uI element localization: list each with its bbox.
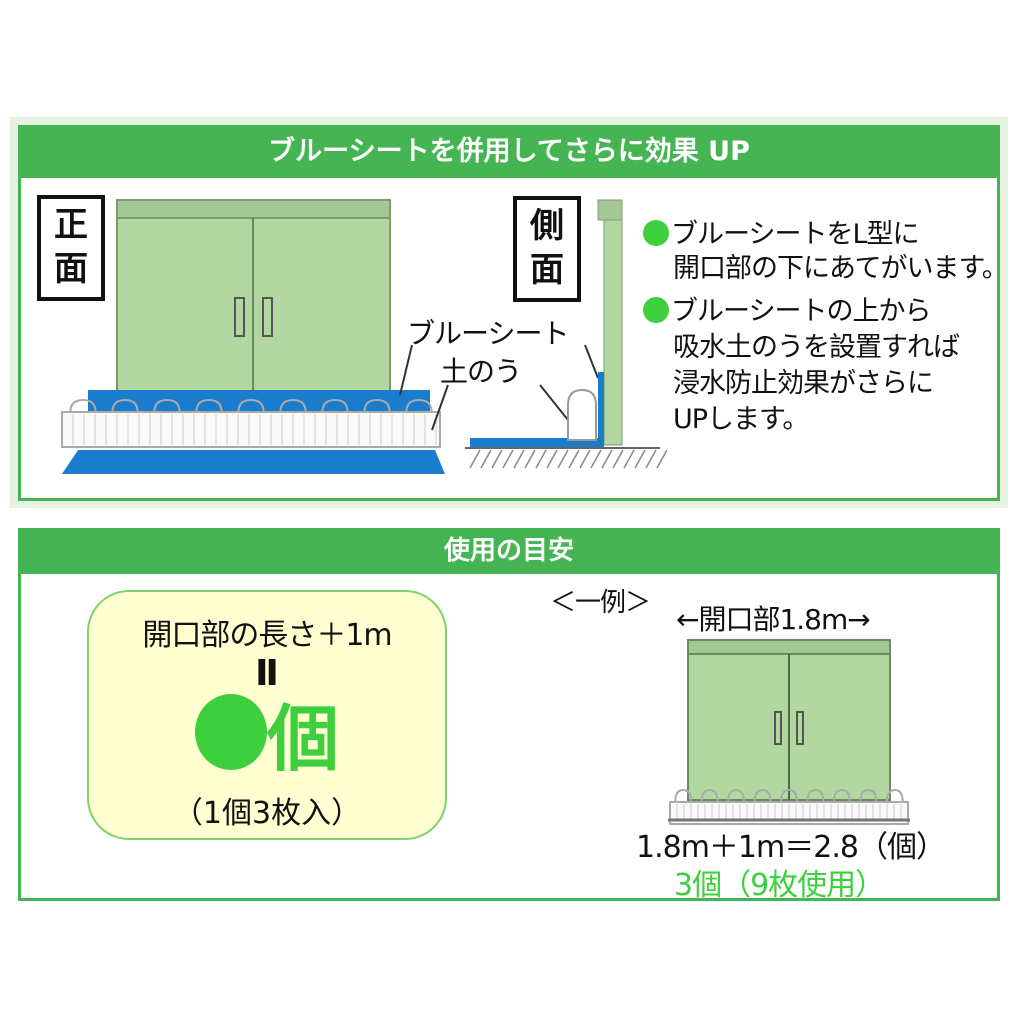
sandbag	[753, 788, 772, 803]
formula-line: 開口部の長さ＋1m	[142, 618, 392, 653]
sandbag	[111, 398, 139, 413]
example-label: ＜一例＞	[550, 588, 651, 618]
example-shed-illustration	[668, 639, 910, 825]
hatch-line	[623, 449, 635, 469]
front-label-char: 面	[54, 249, 88, 289]
sandbag	[700, 788, 719, 803]
calculation: 1.8m＋1m＝2.8（個）	[636, 830, 946, 865]
sandbag	[859, 788, 878, 803]
callout-blue-sheet: ブルーシート	[407, 317, 569, 350]
bullet-text: UPします。	[673, 404, 809, 435]
sandbag	[69, 398, 97, 413]
panel2-title: 使用の目安	[18, 528, 1000, 574]
hatch-line	[601, 449, 613, 469]
hatch-line	[612, 449, 624, 469]
hatch-line	[546, 449, 558, 469]
sandbag	[780, 788, 798, 803]
bullet-text: ブルーシートをL型に	[671, 219, 920, 250]
panel1-title: ブルーシートを併用してさらに効果 UP	[18, 125, 1000, 178]
result-unit: 個	[266, 697, 339, 781]
hatch-line	[524, 449, 536, 469]
sandbag	[279, 398, 307, 413]
hatch-line	[480, 449, 492, 469]
side-view-label: 側 面	[513, 196, 581, 302]
bullet-dot-icon	[643, 297, 669, 323]
hatch-line	[656, 449, 668, 469]
bullet-list: ブルーシートをL型に 開口部の下にあてがいます。 ブルーシートの上から 吸水土の…	[643, 218, 1009, 438]
shed-front	[116, 199, 391, 401]
front-label-char: 正	[54, 205, 88, 245]
sandbag	[832, 788, 851, 803]
hatch-line	[502, 449, 514, 469]
hatch-line	[513, 449, 525, 469]
sandbag	[885, 788, 904, 803]
side-label-char: 側	[530, 206, 564, 246]
bullet-item-1: ブルーシートをL型に 開口部の下にあてがいます。	[643, 218, 1009, 286]
hatch-line	[568, 449, 580, 469]
sandbag	[405, 398, 433, 413]
sandbag	[674, 788, 693, 803]
sandbag	[153, 398, 181, 413]
result-line: 個	[89, 694, 445, 782]
hatch-line	[579, 449, 591, 469]
front-view-label: 正 面	[37, 195, 105, 301]
hatch-line	[590, 449, 602, 469]
callout-lines	[399, 344, 599, 431]
bullet-text: 浸水防止効果がさらに	[673, 368, 934, 399]
sandbags-front	[61, 398, 441, 448]
bullet-item-2: ブルーシートの上から 吸水土のうを設置すれば 浸水防止効果がさらに UPします。	[643, 294, 1008, 438]
hatch-line	[634, 449, 646, 469]
answer: 3個（9枚使用）	[674, 868, 885, 903]
bullet-dot-icon	[643, 220, 669, 246]
ground-hatch	[469, 449, 668, 469]
bullet-text: 開口部の下にあてがいます。	[673, 253, 1009, 284]
bullet-text: 吸水土のうを設置すれば	[673, 332, 960, 363]
sandbag	[363, 398, 391, 413]
sandbag-row	[61, 411, 441, 448]
hatch-line	[645, 449, 657, 469]
sandbag	[727, 788, 746, 803]
pack-note: （1個3枚入）	[172, 796, 362, 831]
sandbag	[321, 398, 349, 413]
hatch-line	[535, 449, 547, 469]
sandbag	[806, 788, 825, 803]
side-view-wall	[465, 199, 660, 449]
hatch-line	[557, 449, 569, 469]
hatch-line	[469, 449, 481, 469]
sandbag	[195, 398, 223, 413]
illustration-front-and-side	[61, 199, 668, 474]
bullet-text: ブルーシートの上から	[671, 296, 931, 327]
equals-sign: Ⅱ	[255, 653, 279, 694]
callout-sandbag: 土のう	[440, 355, 522, 388]
opening-width-label: ←開口部1.8m→	[676, 603, 871, 636]
sandbag	[237, 398, 265, 413]
hatch-line	[491, 449, 503, 469]
side-label-char: 面	[530, 250, 564, 290]
blank-dot-icon	[194, 694, 267, 770]
formula-box: 開口部の長さ＋1m Ⅱ 個 （1個3枚入）	[87, 590, 447, 840]
